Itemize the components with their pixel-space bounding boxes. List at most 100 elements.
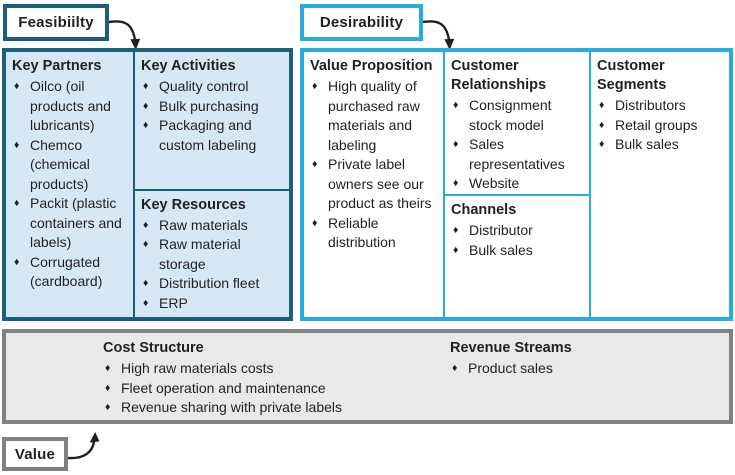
list-item: ♦ ERP [141,294,285,314]
feasibility-group: Key Partners ♦ Oilco (oil products and l… [2,48,293,321]
desirability-label: Desirability [300,4,423,41]
list-item-text: High quality of purchased raw materials … [328,78,420,153]
value-proposition-title: Value Proposition [310,58,433,74]
list-item-text: Fleet operation and maintenance [121,379,326,396]
value-label: Value [2,437,68,471]
list-item-text: Raw material storage [159,236,241,272]
diamond-bullet-icon: ♦ [143,296,149,309]
diamond-bullet-icon: ♦ [143,238,149,250]
list-item-text: Packit (plastic containers and labels) [30,195,122,250]
list-item-text: Retail groups [615,116,698,133]
list-item: ♦ Consignment stock model [451,96,585,135]
diamond-bullet-icon: ♦ [105,362,111,374]
list-item-text: Bulk sales [615,136,679,152]
diamond-bullet-icon: ♦ [14,80,20,92]
list-item: ♦ Distributor [451,221,585,241]
key-activities-title: Key Activities [141,58,236,74]
revenue-streams-title: Revenue Streams [450,340,572,356]
list-item: ♦ Bulk sales [597,135,725,155]
cost-structure-cell: Cost Structure ♦ High raw materials cost… [103,339,443,418]
diamond-bullet-icon: ♦ [599,99,605,111]
list-item: ♦ Oilco (oil products and lubricants) [12,77,129,136]
list-item-text: Packaging and custom labeling [159,117,257,153]
diamond-bullet-icon: ♦ [105,381,111,394]
list-item-text: Revenue sharing with private labels [121,399,343,415]
value-group: Cost Structure ♦ High raw materials cost… [2,329,733,424]
list-item-text: High raw materials costs [121,360,274,376]
list-item-text: Quality control [159,78,249,94]
list-item-text: Sales representatives [469,136,565,172]
feasibility-label: Feasibiilty [3,4,109,41]
list-item-text: Consignment stock model [469,97,552,133]
cost-structure-title: Cost Structure [103,340,204,356]
list-item-text: Reliable distribution [328,214,396,251]
desirability-label-text: Desirability [319,14,404,31]
value-arrow-icon [67,432,100,460]
list-item: ♦ Raw material storage [141,235,285,274]
list-item-text: Distributors [615,97,686,113]
revenue-streams-cell: Revenue Streams ♦ Product sales [450,339,720,379]
list-item: ♦ Distributors [597,96,725,116]
diamond-bullet-icon: ♦ [143,218,149,231]
list-item: ♦ Sales representatives [451,135,585,174]
diamond-bullet-icon: ♦ [312,158,318,170]
list-item: ♦ Bulk sales [451,241,585,261]
diamond-bullet-icon: ♦ [453,224,459,236]
key-resources-title: Key Resources [141,196,246,213]
list-item: ♦ Product sales [450,359,720,379]
list-item-text: Bulk purchasing [159,97,259,114]
diamond-bullet-icon: ♦ [453,138,459,150]
diamond-bullet-icon: ♦ [143,119,149,131]
customer-relationships-title: Customer Relationships [451,58,547,93]
list-item: ♦ Bulk purchasing [141,97,285,117]
diamond-bullet-icon: ♦ [453,99,459,111]
desirability-group: Value Proposition ♦ High quality of purc… [300,48,733,321]
channels-cell: Channels ♦ Distributor ♦ Bulk sales [445,194,589,317]
value-proposition-cell: Value Proposition ♦ High quality of purc… [304,52,445,317]
diamond-bullet-icon: ♦ [14,138,20,151]
list-item: ♦ Distribution fleet [141,274,285,294]
list-item-text: ERP [159,294,188,311]
feasibility-right-column: Key Activities ♦ Quality control ♦ Bulk … [135,52,289,317]
diamond-bullet-icon: ♦ [105,401,111,413]
list-item: ♦ Quality control [141,77,285,97]
diamond-bullet-icon: ♦ [143,99,149,112]
list-item: ♦ Packit (plastic containers and labels) [12,194,129,253]
diamond-bullet-icon: ♦ [143,277,149,289]
customer-relationships-cell: Customer Relationships ♦ Consignment sto… [445,52,589,194]
diamond-bullet-icon: ♦ [312,80,318,92]
diamond-bullet-icon: ♦ [599,118,605,131]
diamond-bullet-icon: ♦ [452,362,458,374]
list-item: ♦ Packaging and custom labeling [141,116,285,155]
list-item: ♦ Raw materials [141,216,285,236]
key-partners-cell: Key Partners ♦ Oilco (oil products and l… [6,52,135,317]
diamond-bullet-icon: ♦ [14,255,20,268]
diamond-bullet-icon: ♦ [14,197,20,209]
list-item: ♦ Private label owners see our product a… [310,155,439,214]
list-item-text: Chemco (chemical products) [30,136,90,192]
desirability-arrow-icon [422,20,455,50]
list-item: ♦ Fleet operation and maintenance [103,379,443,399]
list-item-text: Private label owners see our product as … [328,156,432,211]
list-item: ♦ Reliable distribution [310,214,439,253]
list-item: ♦ High raw materials costs [103,359,443,379]
list-item-text: Distributor [469,222,533,238]
channels-title: Channels [451,202,517,218]
customer-segments-title: Customer Segments [597,58,667,93]
feasibility-label-text: Feasibiilty [18,14,94,31]
diamond-bullet-icon: ♦ [453,243,459,256]
list-item-text: Product sales [468,360,553,376]
list-item-text: Raw materials [159,216,248,233]
diamond-bullet-icon: ♦ [599,138,605,150]
value-label-text: Value [14,445,56,463]
key-activities-cell: Key Activities ♦ Quality control ♦ Bulk … [135,52,289,189]
list-item: ♦ High quality of purchased raw material… [310,77,439,155]
list-item: ♦ Website [451,174,585,194]
list-item: ♦ Revenue sharing with private labels [103,398,443,418]
key-resources-cell: Key Resources ♦ Raw materials ♦ Raw mate… [135,188,289,318]
desirability-middle-column: Customer Relationships ♦ Consignment sto… [445,52,591,317]
list-item: ♦ Retail groups [597,116,725,136]
list-item: ♦ Chemco (chemical products) [12,136,129,195]
feasibility-arrow-icon [108,20,141,50]
list-item-text: Oilco (oil products and lubricants) [30,78,111,133]
